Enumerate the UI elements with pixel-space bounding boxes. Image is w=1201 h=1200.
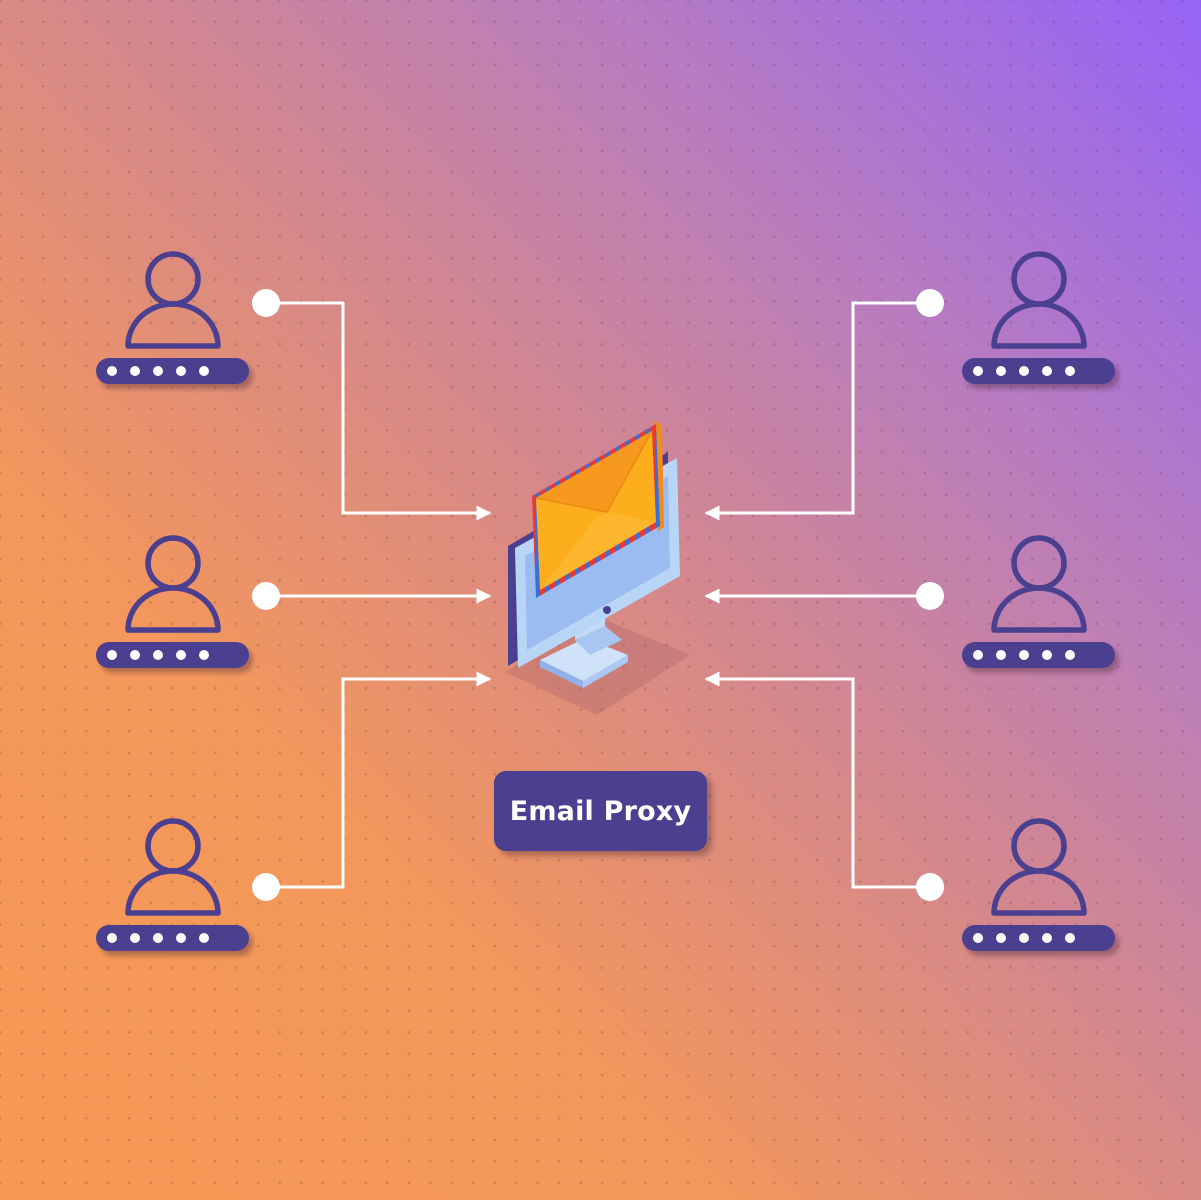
- user-icon: [125, 818, 221, 916]
- password-dots: [973, 366, 1075, 376]
- password-dots: [107, 933, 209, 943]
- user-left-bottom: [96, 818, 249, 951]
- user-icon: [991, 251, 1087, 349]
- email-proxy-label: Email Proxy: [494, 771, 707, 851]
- connector-line-left-bottom: [266, 671, 492, 889]
- password-field-icon: [96, 358, 249, 384]
- user-left-top: [96, 251, 249, 384]
- password-dots: [107, 366, 209, 376]
- password-field-icon: [962, 642, 1115, 668]
- connector-line-left-top: [266, 301, 492, 521]
- user-icon: [991, 535, 1087, 633]
- connector-dot-icon: [916, 289, 944, 317]
- password-field-icon: [962, 358, 1115, 384]
- password-dots: [107, 650, 209, 660]
- connector-dot-icon: [252, 582, 280, 610]
- user-icon: [991, 818, 1087, 916]
- password-field-icon: [962, 925, 1115, 951]
- connectors-left: [266, 301, 492, 889]
- password-field-icon: [96, 642, 249, 668]
- password-dots: [973, 650, 1075, 660]
- user-right-bottom: [962, 818, 1115, 951]
- user-right-middle: [962, 535, 1115, 668]
- connector-dot-icon: [916, 582, 944, 610]
- password-field-icon: [96, 925, 249, 951]
- password-dots: [973, 933, 1075, 943]
- connectors-right: [704, 301, 930, 889]
- email-proxy-label-text: Email Proxy: [509, 795, 692, 827]
- connector-dot-icon: [252, 289, 280, 317]
- connector-dots: [252, 289, 944, 901]
- connector-dot-icon: [916, 873, 944, 901]
- user-left-middle: [96, 535, 249, 668]
- connector-line-right-top: [704, 301, 930, 521]
- user-right-top: [962, 251, 1115, 384]
- envelope-icon: [532, 420, 664, 598]
- user-icon: [125, 535, 221, 633]
- connector-line-right-bottom: [704, 671, 930, 889]
- user-icon: [125, 251, 221, 349]
- connector-dot-icon: [252, 873, 280, 901]
